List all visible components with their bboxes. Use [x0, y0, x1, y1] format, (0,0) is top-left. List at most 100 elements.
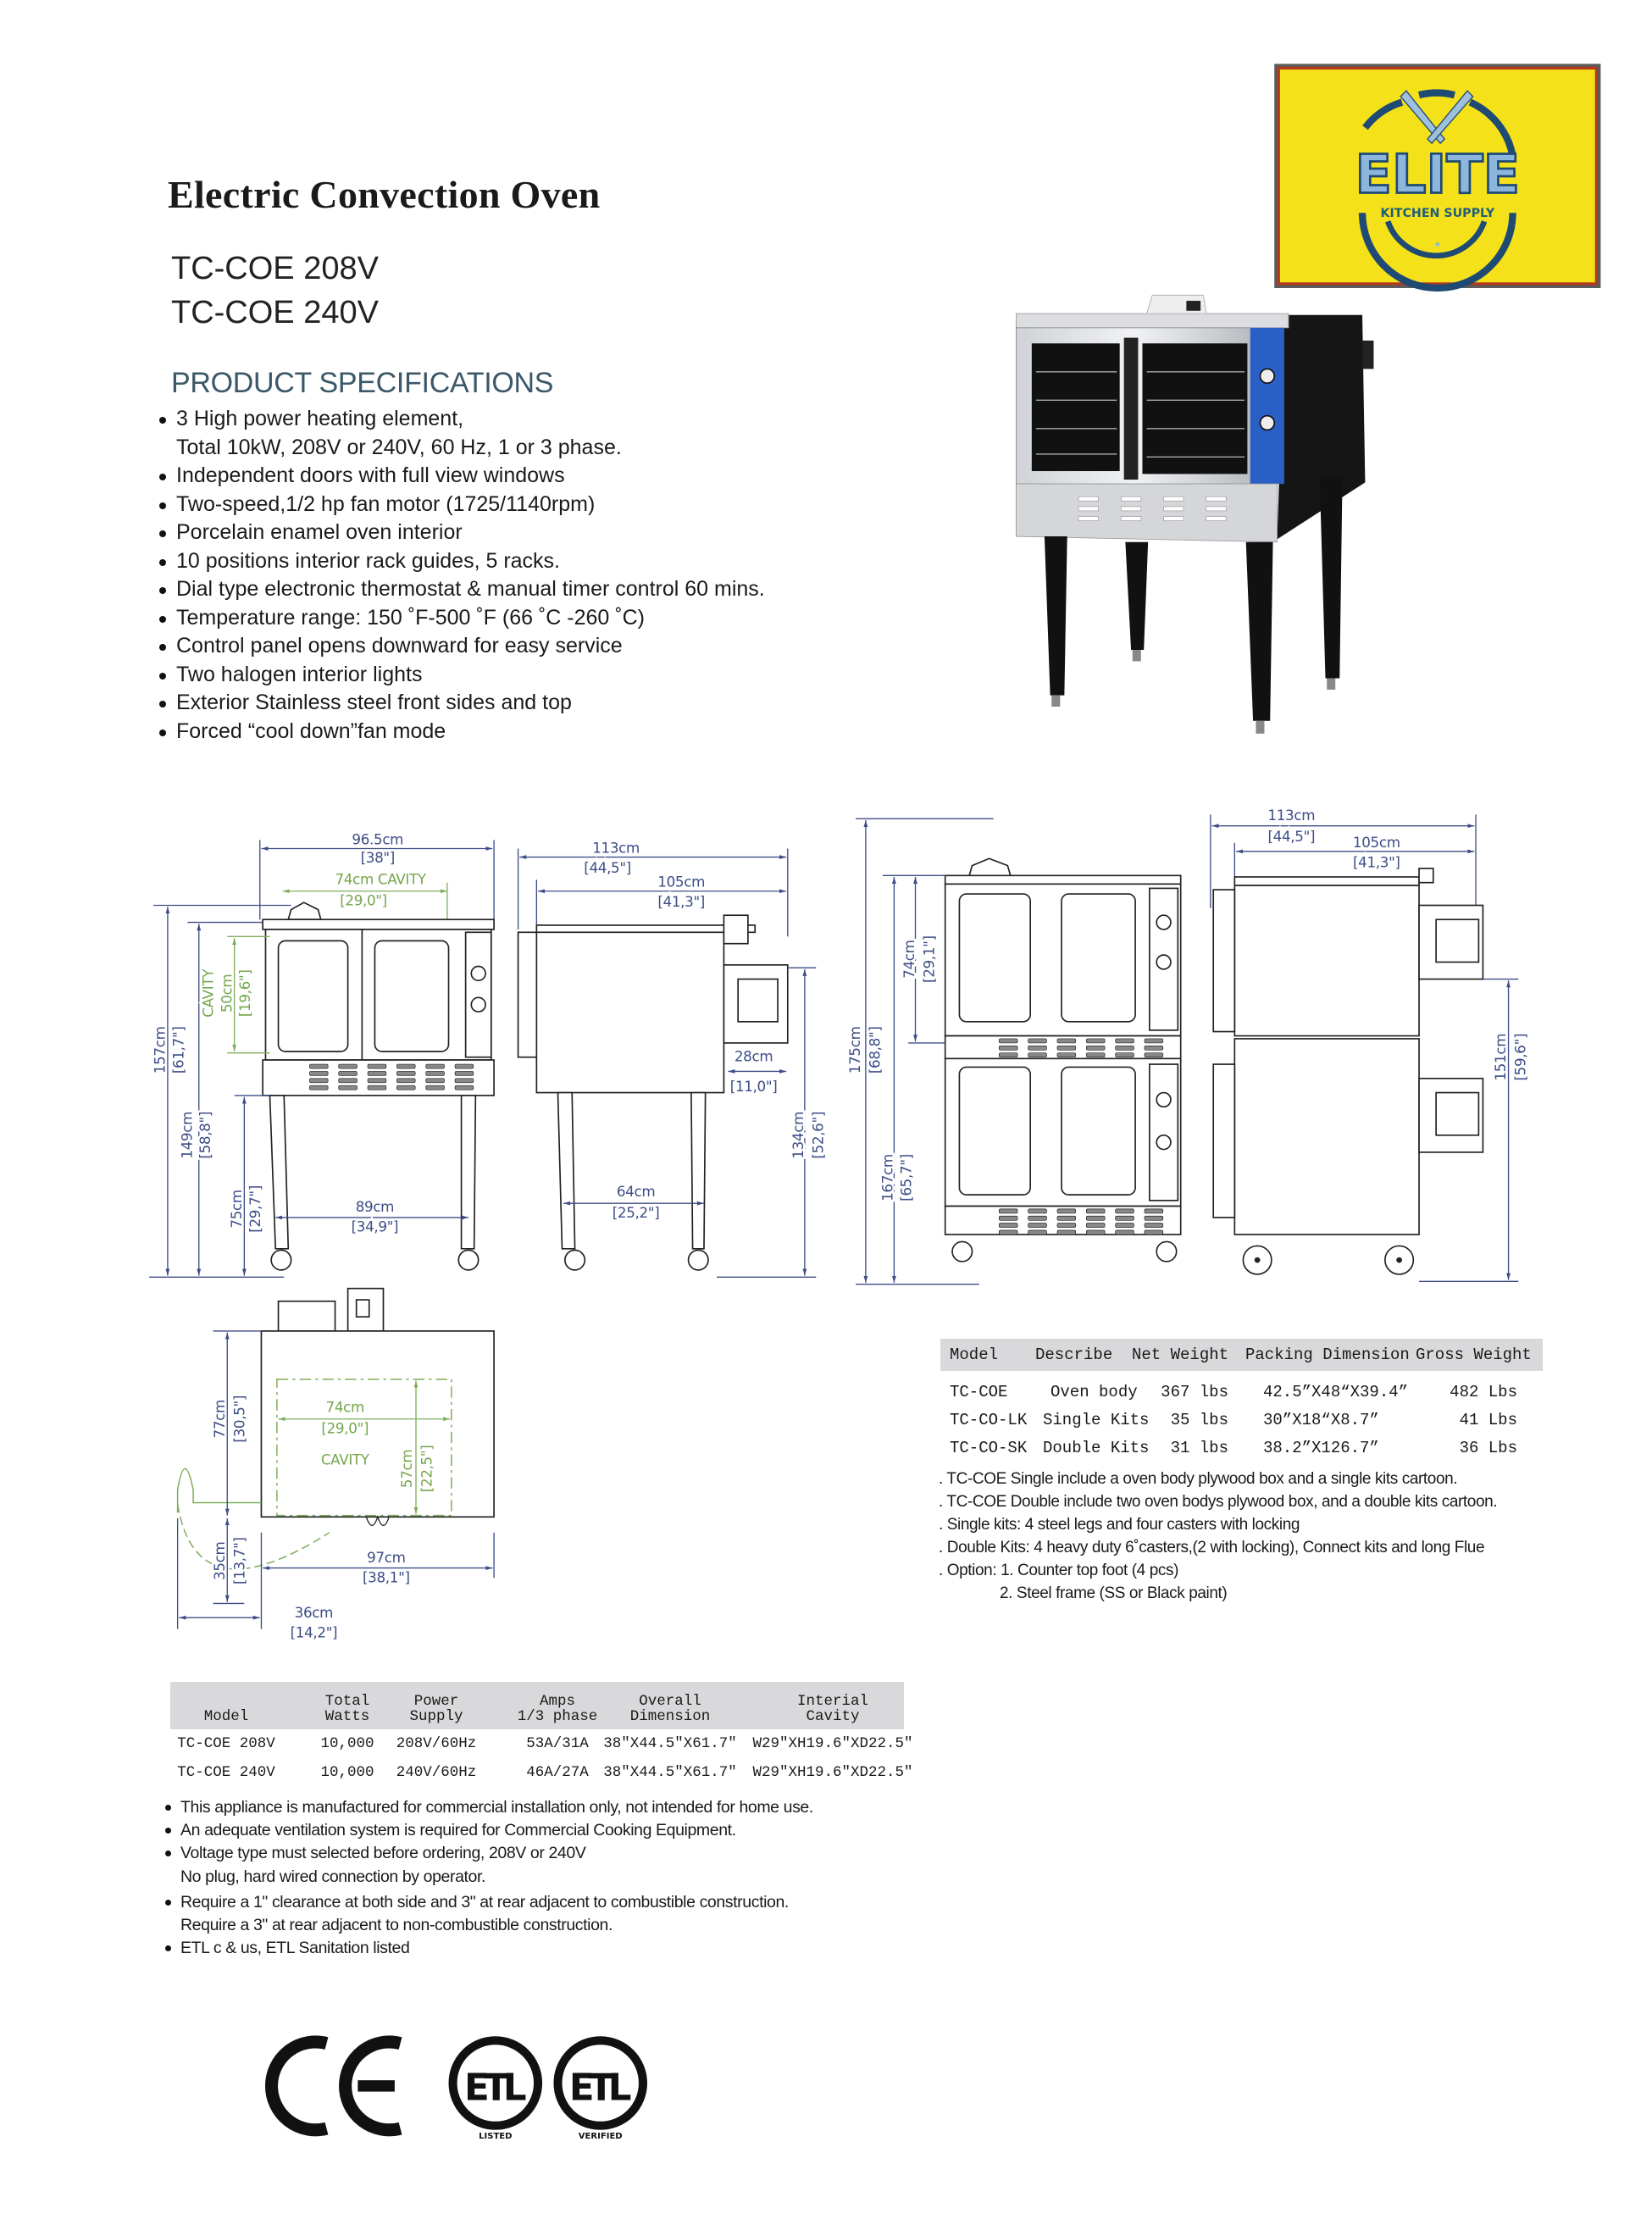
louver-slot: [338, 1071, 358, 1076]
spec-item: 10 positions interior rack guides, 5 rac…: [158, 547, 765, 576]
louver-slot: [998, 1208, 1018, 1214]
dim-body-depth-cm: 105cm: [1353, 834, 1400, 851]
louver-slot: [1028, 1215, 1047, 1221]
table-cell: 41 Lbs: [1459, 1410, 1517, 1429]
note-item-continuation: Require a 3" at rear adjacent to non-com…: [180, 1916, 613, 1935]
etl-listed-mark-icon: ETL LISTED: [448, 2036, 543, 2141]
installation-notes: This appliance is manufactured for comme…: [164, 1796, 813, 1960]
specifications-heading: PRODUCT SPECIFICATIONS: [171, 367, 554, 399]
spec-item: Temperature range: 150 ˚F-500 ˚F (66 ˚C …: [158, 604, 765, 633]
spec-item: Exterior Stainless steel front sides and…: [158, 689, 765, 718]
louver-slot: [309, 1078, 329, 1084]
louver-slot: [1028, 1229, 1047, 1235]
table-cell: 46A/27A: [526, 1764, 589, 1781]
column-header: Gross Weight: [1416, 1346, 1532, 1364]
table-cell: 10,000: [320, 1735, 374, 1752]
louver-slot: [396, 1063, 416, 1069]
specifications-list: 3 High power heating element, Total 10kW…: [158, 405, 765, 746]
table-cell: Double Kits: [1043, 1438, 1150, 1457]
dim-height-cm: 151cm: [1492, 1034, 1509, 1081]
louver-slot: [1144, 1208, 1164, 1214]
dim-width-in: [38"]: [361, 849, 395, 866]
dim-total-height-in: [68,8"]: [867, 1026, 884, 1074]
spec-item: Forced “cool down”fan mode: [158, 718, 765, 746]
table-cell: 30”X18“X8.7”: [1263, 1410, 1379, 1429]
louver-slot: [998, 1215, 1018, 1221]
table-cell: 36 Lbs: [1459, 1438, 1517, 1457]
dim-body-height-cm: 149cm: [178, 1112, 195, 1159]
louver-slot: [425, 1078, 445, 1084]
louver-slot: [396, 1071, 416, 1076]
column-header-line: Watts: [324, 1708, 370, 1725]
dim-cavity-depth-cm: 57cm: [398, 1450, 415, 1488]
spec-item: 3 High power heating element,: [158, 405, 765, 434]
note-item: An adequate ventilation system is requir…: [164, 1819, 813, 1842]
louver-slot: [1085, 1223, 1106, 1228]
page-title: Electric Convection Oven: [168, 173, 601, 216]
logo-tagline: KITCHEN SUPPLY: [1380, 207, 1494, 220]
louver-slot: [1115, 1223, 1134, 1228]
louver-slot: [396, 1085, 416, 1090]
column-header: Model: [950, 1346, 999, 1364]
spec-item: Two-speed,1/2 hp fan motor (1725/1140rpm…: [158, 491, 765, 519]
table-cell: 42.5”X48“X39.4”: [1263, 1382, 1409, 1401]
dim-rear-in: [11,0"]: [730, 1078, 778, 1095]
dim-cavity-depth-in: [22,5"]: [418, 1445, 435, 1493]
louver-slot: [998, 1038, 1018, 1044]
louver-slot: [1115, 1052, 1134, 1058]
table-cell: Oven body: [1051, 1382, 1138, 1401]
double-oven-side-drawing: 113cm [44,5"] 105cm [41,3"] 151cm [59,6"…: [1210, 804, 1531, 1282]
spec-item: Dial type electronic thermostat & manual…: [158, 575, 765, 604]
table-header: Model Describe Net Weight Packing Dimens…: [940, 1339, 1543, 1371]
louver-slot: [998, 1223, 1018, 1228]
table-cell: W29"XH19.6"XD22.5": [752, 1735, 913, 1752]
dim-total-height-in: [61,7"]: [169, 1026, 186, 1074]
dim-cavity-width-in: [29,0"]: [321, 1419, 369, 1436]
dim-body-depth-in: [41,3"]: [1353, 853, 1400, 870]
table-cell: TC-COE: [950, 1382, 1008, 1401]
caster-wheel-icon: [270, 1249, 292, 1271]
louver-slot: [1085, 1208, 1106, 1214]
dim-body-depth-in: [41,3"]: [657, 893, 705, 910]
column-header-line: Amps: [539, 1693, 576, 1710]
dim-height-in: [52,6"]: [810, 1112, 827, 1159]
svg-text:LISTED: LISTED: [479, 2132, 512, 2141]
column-header-line: Supply: [409, 1708, 463, 1725]
table-cell: 240V/60Hz: [396, 1764, 477, 1781]
column-header: Describe: [1035, 1346, 1113, 1364]
model-name: TC-COE 240V: [171, 295, 379, 330]
louver-slot: [1085, 1038, 1106, 1044]
louver-slot: [1028, 1223, 1047, 1228]
dim-height-in: [59,6"]: [1512, 1034, 1529, 1081]
dim-cavity-height-cm: 50cm: [218, 974, 235, 1013]
column-header-line: 1/3 phase: [517, 1708, 598, 1725]
column-header-line: Power: [413, 1693, 459, 1710]
table-cell: 10,000: [320, 1764, 374, 1781]
packing-note: 2. Steel frame (SS or Black paint): [1000, 1584, 1228, 1602]
column-header-line: Dimension: [629, 1708, 711, 1725]
louver-slot: [367, 1078, 387, 1084]
svg-text:ETL: ETL: [569, 2067, 632, 2110]
louver-slot: [367, 1063, 387, 1069]
louver-vents: [998, 1038, 1164, 1058]
table-cell: W29"XH19.6"XD22.5": [752, 1764, 913, 1781]
table-cell: 38"X44.5"X61.7": [603, 1735, 737, 1752]
crossed-knives-icon: [1400, 90, 1474, 145]
model-name: TC-COE 208V: [171, 251, 379, 286]
column-header-line: [204, 1694, 249, 1709]
louver-slot: [1144, 1038, 1164, 1044]
dim-total-depth-cm: 113cm: [592, 840, 640, 857]
oven-top-view-drawing: 74cm [29,0"] CAVITY 57cm [22,5"] 77cm [3…: [176, 1287, 495, 1643]
louver-slot: [1085, 1229, 1106, 1235]
louver-slot: [425, 1063, 445, 1069]
louver-slot: [1056, 1229, 1077, 1235]
note-item-continuation: No plug, hard wired connection by operat…: [180, 1867, 486, 1886]
louver-slot: [454, 1071, 474, 1076]
